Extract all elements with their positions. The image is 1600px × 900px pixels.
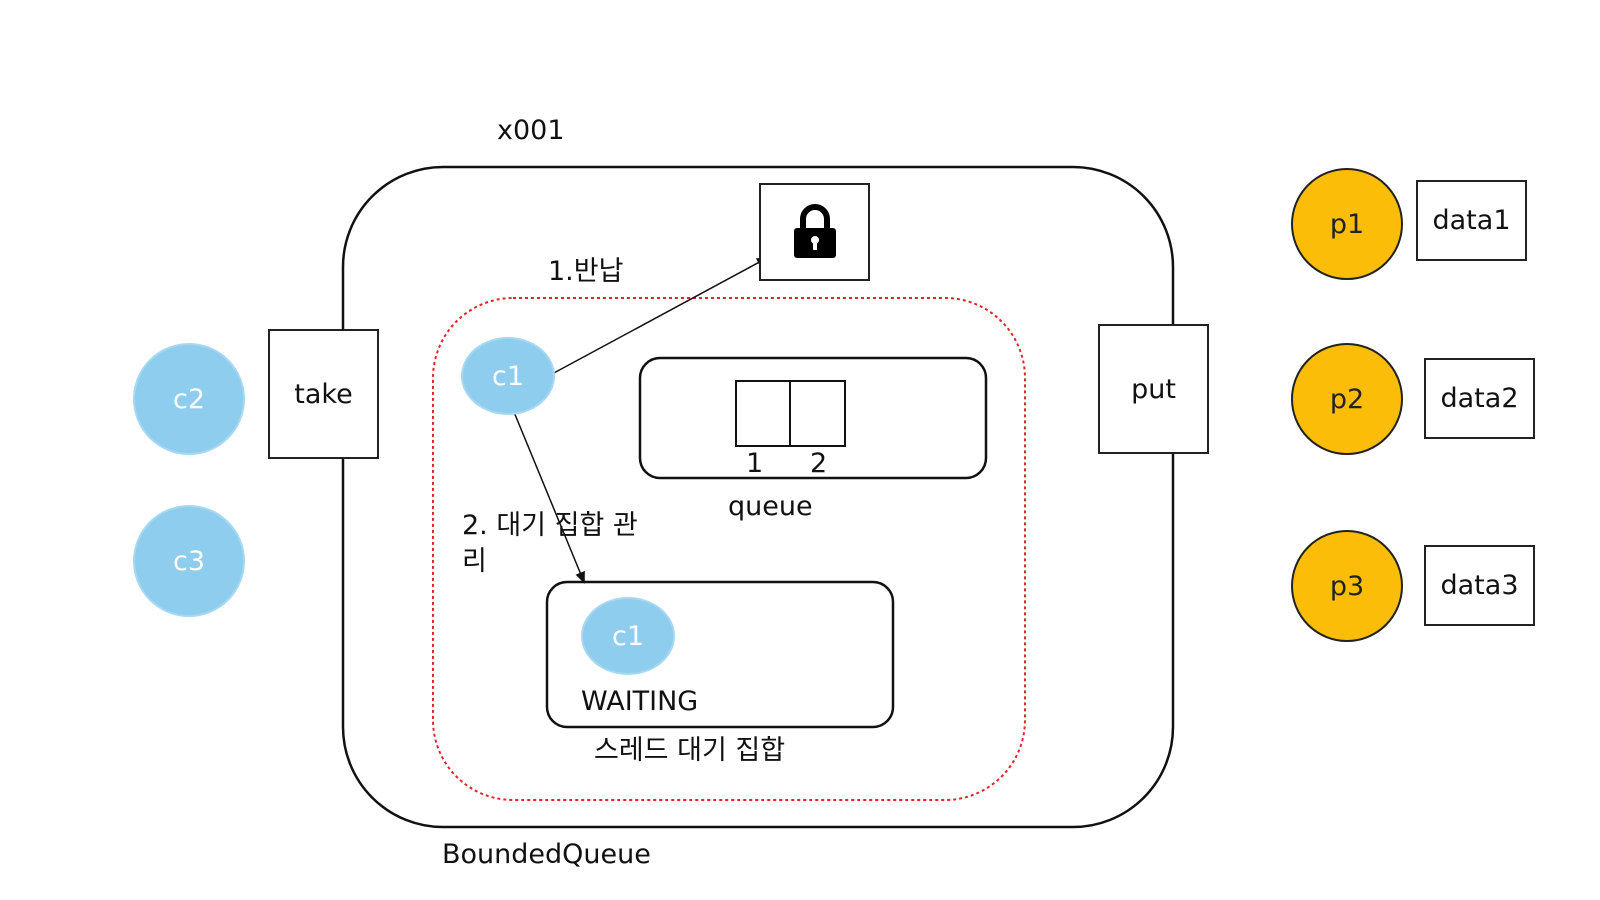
take-method-label: take: [294, 378, 353, 410]
producer-thread-p1: p1: [1291, 168, 1403, 280]
queue-slot-2: [789, 380, 846, 447]
producer-thread-label: p2: [1329, 383, 1365, 415]
active-thread-c1: c1: [461, 337, 555, 415]
consumer-thread-label: c2: [172, 383, 206, 415]
producer-thread-p2: p2: [1291, 343, 1403, 455]
release-lock-step-label: 1.반납: [548, 256, 624, 287]
consumer-thread-label: c3: [172, 545, 206, 577]
waiting-state-label: WAITING: [581, 686, 699, 717]
waiting-thread-label: c1: [611, 620, 645, 652]
queue-slot-1: [735, 380, 791, 447]
wait-set-label: 스레드 대기 집합: [594, 735, 786, 766]
monitor-boundary: [432, 297, 1026, 801]
put-method-label: put: [1131, 373, 1176, 405]
producer-data-label: data1: [1432, 205, 1511, 236]
lock-box: [759, 183, 870, 281]
producer-data-box: data2: [1424, 358, 1535, 439]
waiting-thread-c1: c1: [581, 597, 675, 675]
consumer-thread-c3: c3: [133, 505, 245, 617]
wait-set-arrow: [513, 411, 585, 584]
take-method-box: take: [268, 329, 379, 459]
release-lock-arrow: [551, 257, 769, 375]
object-id-label: x001: [497, 115, 565, 146]
producer-data-box: data3: [1424, 545, 1535, 626]
lock-icon: [793, 204, 836, 258]
queue-label: queue: [728, 491, 813, 522]
bounded-queue-object: [341, 165, 1175, 829]
wait-set-step-label-line1: 2. 대기 집합 관: [462, 510, 638, 541]
queue-slot-number-1: 1: [746, 448, 764, 479]
consumer-thread-c2: c2: [133, 343, 245, 455]
producer-thread-label: p1: [1329, 208, 1365, 240]
producer-data-label: data2: [1440, 383, 1519, 414]
producer-thread-p3: p3: [1291, 530, 1403, 642]
wait-set-step-label-line2: 리: [462, 546, 487, 577]
producer-data-label: data3: [1440, 570, 1519, 601]
producer-data-box: data1: [1416, 180, 1527, 261]
put-method-box: put: [1098, 324, 1209, 454]
producer-thread-label: p3: [1329, 570, 1365, 602]
queue-slot-number-2: 2: [810, 448, 828, 479]
object-name-label: BoundedQueue: [442, 839, 651, 870]
active-thread-label: c1: [491, 360, 525, 392]
